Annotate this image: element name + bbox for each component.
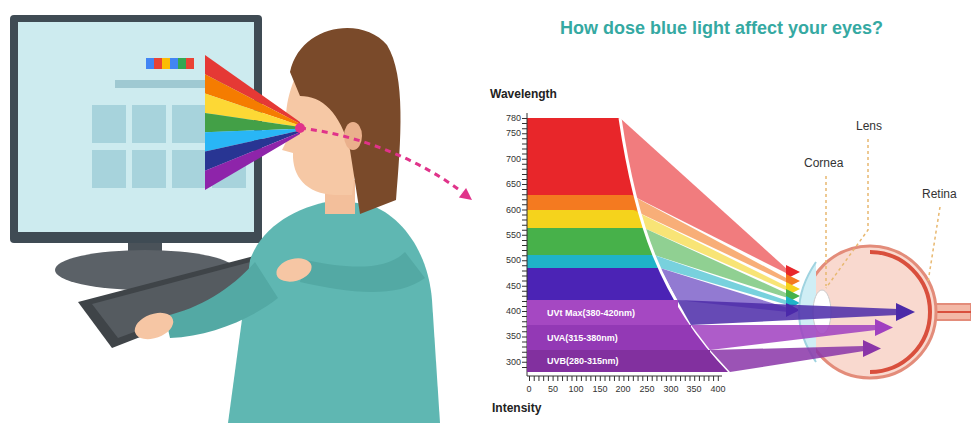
part-label: Cornea [804,157,843,171]
screen-tile [132,105,166,143]
shirt [228,200,440,423]
band-label: UVA(315-380nm) [547,333,618,343]
hand [274,255,314,286]
light-beam [205,131,300,171]
logo-block [162,58,170,69]
light-beam [205,132,300,190]
tick-label: 100 [568,384,583,394]
logo-block [186,58,194,69]
screen-tile [172,105,206,143]
arm [165,262,278,338]
tick-label: 780 [506,113,521,123]
tick-label: 550 [506,230,521,240]
tick-label: 150 [592,384,607,394]
light-beam [205,113,300,132]
hand [131,308,177,344]
arrowhead [896,303,915,321]
arm [300,252,425,292]
x-axis [527,376,722,377]
logo-block [154,58,162,69]
logo-block [170,58,178,69]
tick-label: 500 [506,255,521,265]
axis-title: Wavelength [490,88,557,102]
tick-label: 750 [506,128,521,138]
tick-label: 250 [639,384,654,394]
tick-label: 650 [506,179,521,189]
logo-block [178,58,186,69]
tick-label: 50 [548,384,558,394]
screen-tile [132,150,166,188]
tick-label: 400 [710,384,725,394]
zoom-arrow [300,128,462,192]
spectrum-band: UVA(315-380nm) [527,325,691,350]
screen-tile [172,150,206,188]
tick-label: 350 [506,331,521,341]
spectrum-band: UVt Max(380-420nm) [527,300,678,325]
uv-arrow [710,346,864,372]
tick-label: 300 [506,357,521,367]
screen-tile [92,105,126,143]
spectrum-band [527,350,737,372]
light-fans [620,118,788,312]
title: How dose blue light affect your eyes? [560,18,883,39]
band-label: UVB(280-315nm) [547,356,619,366]
hair [290,28,401,214]
tick-label: 350 [686,384,701,394]
axis-title: Intensity [492,402,541,416]
leader-line [928,207,940,282]
tick-label: 700 [506,154,521,164]
tick-label: 0 [526,384,531,394]
tick-label: 400 [506,306,521,316]
leader-line [825,176,827,286]
tick-label: 300 [663,384,678,394]
x-axis-ticks [529,376,719,381]
tick-label: 600 [506,205,521,215]
spectrum-band: UVB(280-315nm) [527,350,710,372]
uv-arrow [677,300,898,325]
arrowhead [875,319,893,336]
band-label: UVt Max(380-420nm) [547,308,635,318]
zoom-arrowhead [459,188,472,200]
part-label: Lens [856,120,882,134]
logo-block [146,58,154,69]
arrowhead [863,340,881,357]
screen-tile [92,150,126,188]
uv-arrow [691,325,876,350]
tick-label: 200 [615,384,630,394]
part-label: Retina [922,188,957,202]
tick-label: 450 [506,281,521,291]
